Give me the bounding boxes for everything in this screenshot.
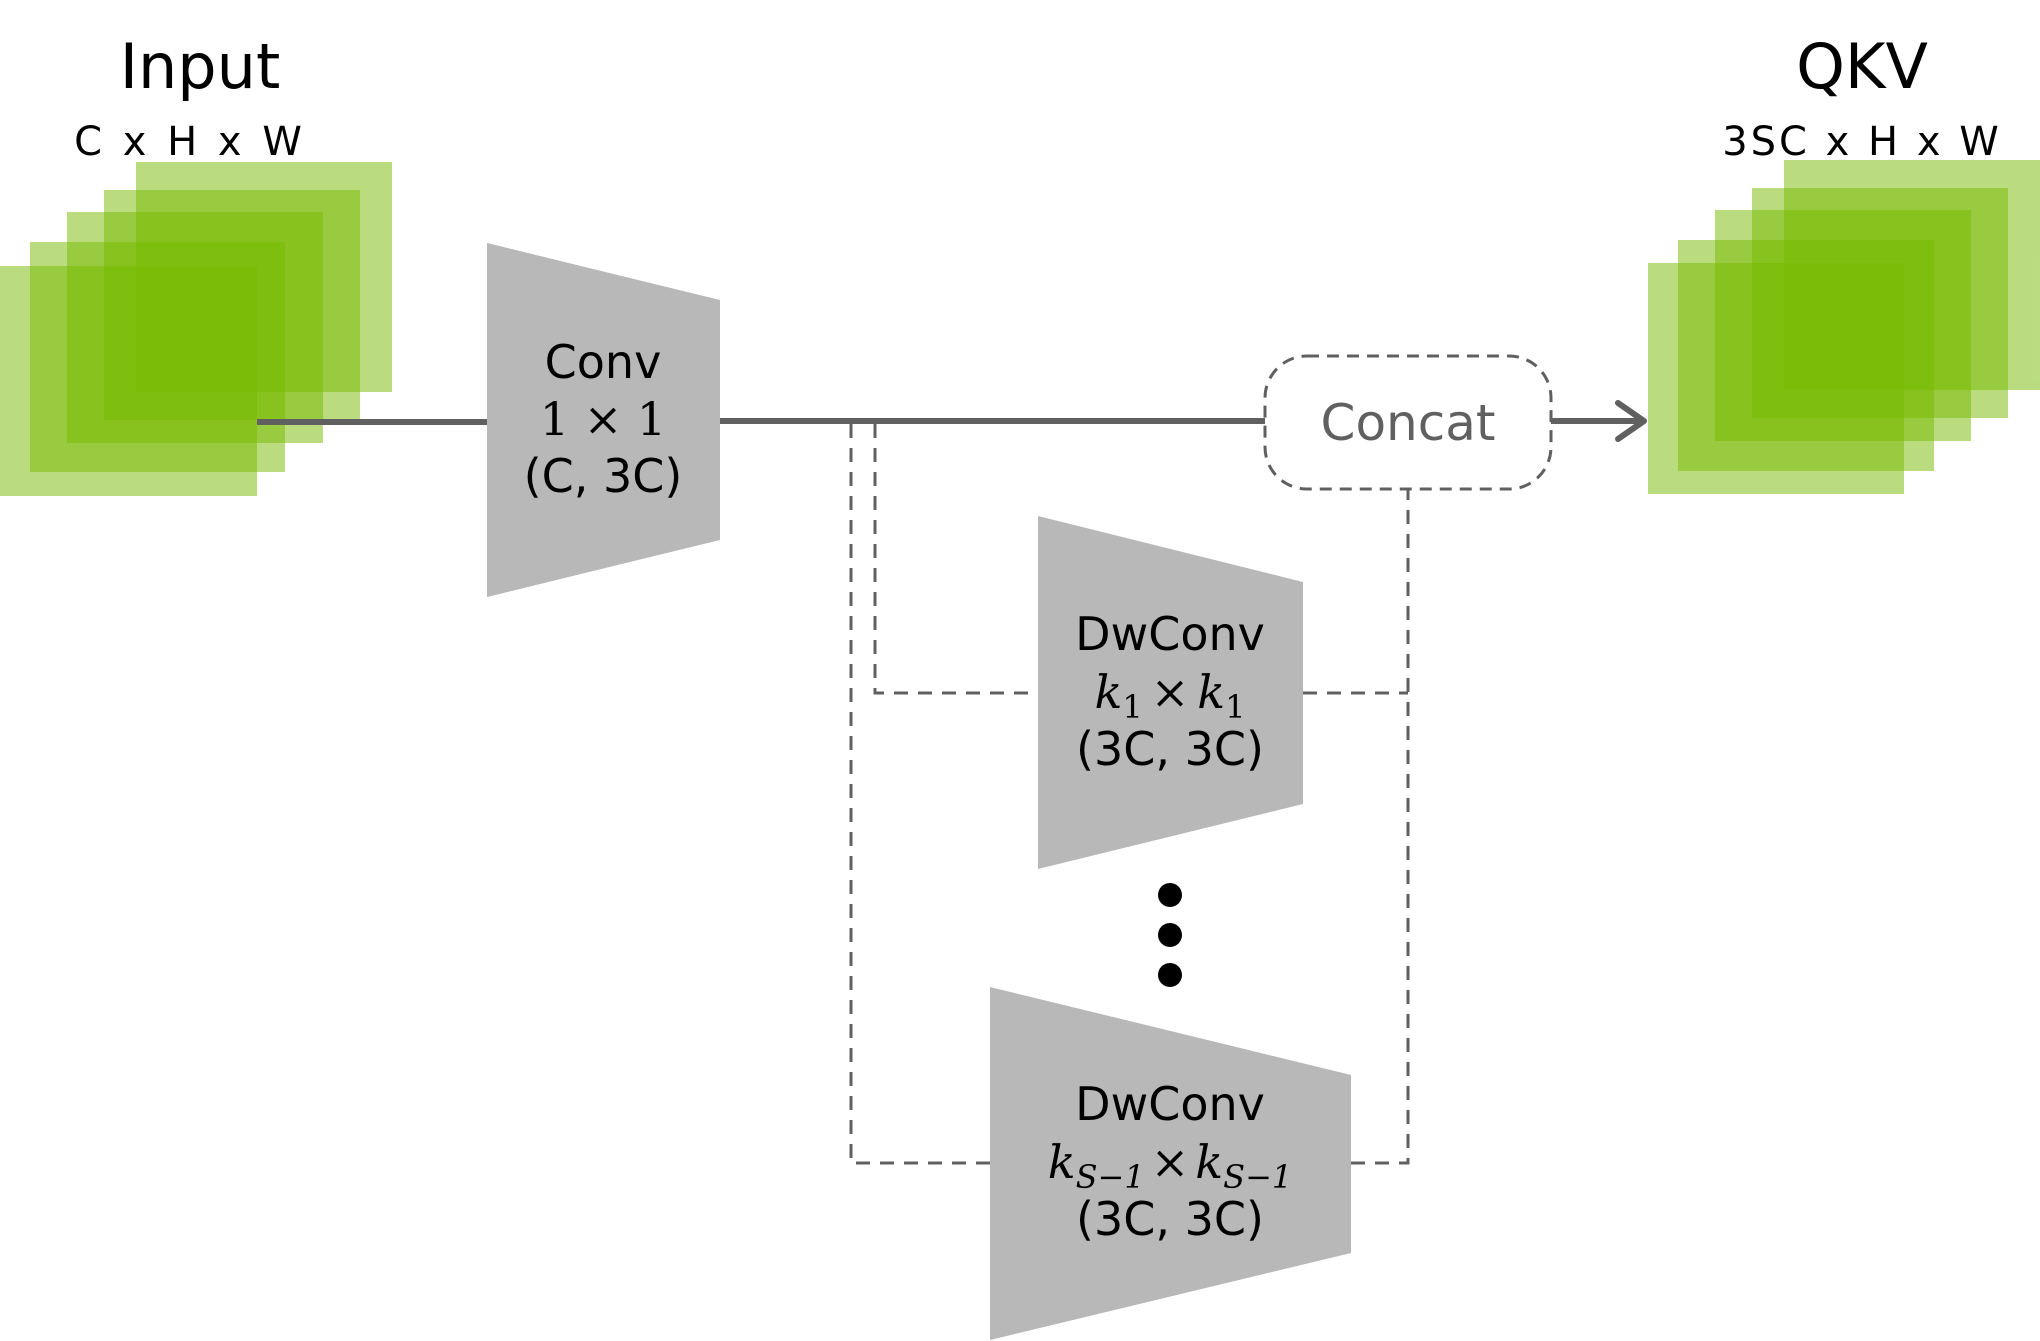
branch-last-in bbox=[849, 424, 990, 1165]
qkv-title: QKV bbox=[1796, 30, 1928, 103]
input-layer-5 bbox=[0, 266, 257, 496]
qkv-feature-stack bbox=[1648, 160, 2040, 494]
concat-node: Concat bbox=[1263, 354, 1553, 491]
conv-name: Conv bbox=[545, 335, 662, 389]
dwconv-first-kernel: k1×k1 bbox=[1094, 665, 1245, 726]
ellipsis-dot-2 bbox=[1158, 923, 1182, 947]
input-feature-stack bbox=[0, 162, 392, 496]
conv-kernel: 1 × 1 bbox=[540, 392, 666, 446]
dwconv-first-channels: (3C, 3C) bbox=[1076, 722, 1264, 776]
concat-label: Concat bbox=[1321, 394, 1496, 452]
branch-first-in bbox=[873, 424, 1038, 695]
dwconv-last-kernel: kS−1×kS−1 bbox=[1048, 1135, 1292, 1196]
qkv-layer-5 bbox=[1648, 263, 1904, 494]
arrow-head-icon bbox=[1615, 400, 1647, 442]
ellipsis-dot-1 bbox=[1158, 883, 1182, 907]
dwconv-last-channels: (3C, 3C) bbox=[1076, 1192, 1264, 1246]
dwconv-last-trapezoid bbox=[990, 987, 1351, 1340]
dwconv-first-trapezoid bbox=[1038, 516, 1303, 869]
conv-channels: (C, 3C) bbox=[524, 449, 683, 503]
dwconv-last-name: DwConv bbox=[1075, 1077, 1265, 1131]
input-shape: C x H x W bbox=[74, 119, 306, 165]
main-flow-lines bbox=[257, 400, 1647, 442]
dwconv-last-block: DwConv kS−1×kS−1 (3C, 3C) bbox=[990, 987, 1351, 1340]
branch-dashed-lines bbox=[849, 424, 1410, 1165]
ellipsis-dot-3 bbox=[1158, 963, 1182, 987]
qkv-shape: 3SC x H x W bbox=[1722, 119, 2002, 165]
dwconv-first-name: DwConv bbox=[1075, 607, 1265, 661]
conv-trapezoid bbox=[487, 243, 720, 597]
dwconv-first-block: DwConv k1×k1 (3C, 3C) bbox=[1038, 516, 1303, 869]
vertical-ellipsis-icon bbox=[1158, 883, 1182, 987]
concat-box bbox=[1263, 354, 1553, 491]
input-title: Input bbox=[120, 30, 281, 103]
conv-1x1-block: Conv 1 × 1 (C, 3C) bbox=[487, 243, 720, 597]
branch-last-out bbox=[1351, 489, 1410, 1165]
